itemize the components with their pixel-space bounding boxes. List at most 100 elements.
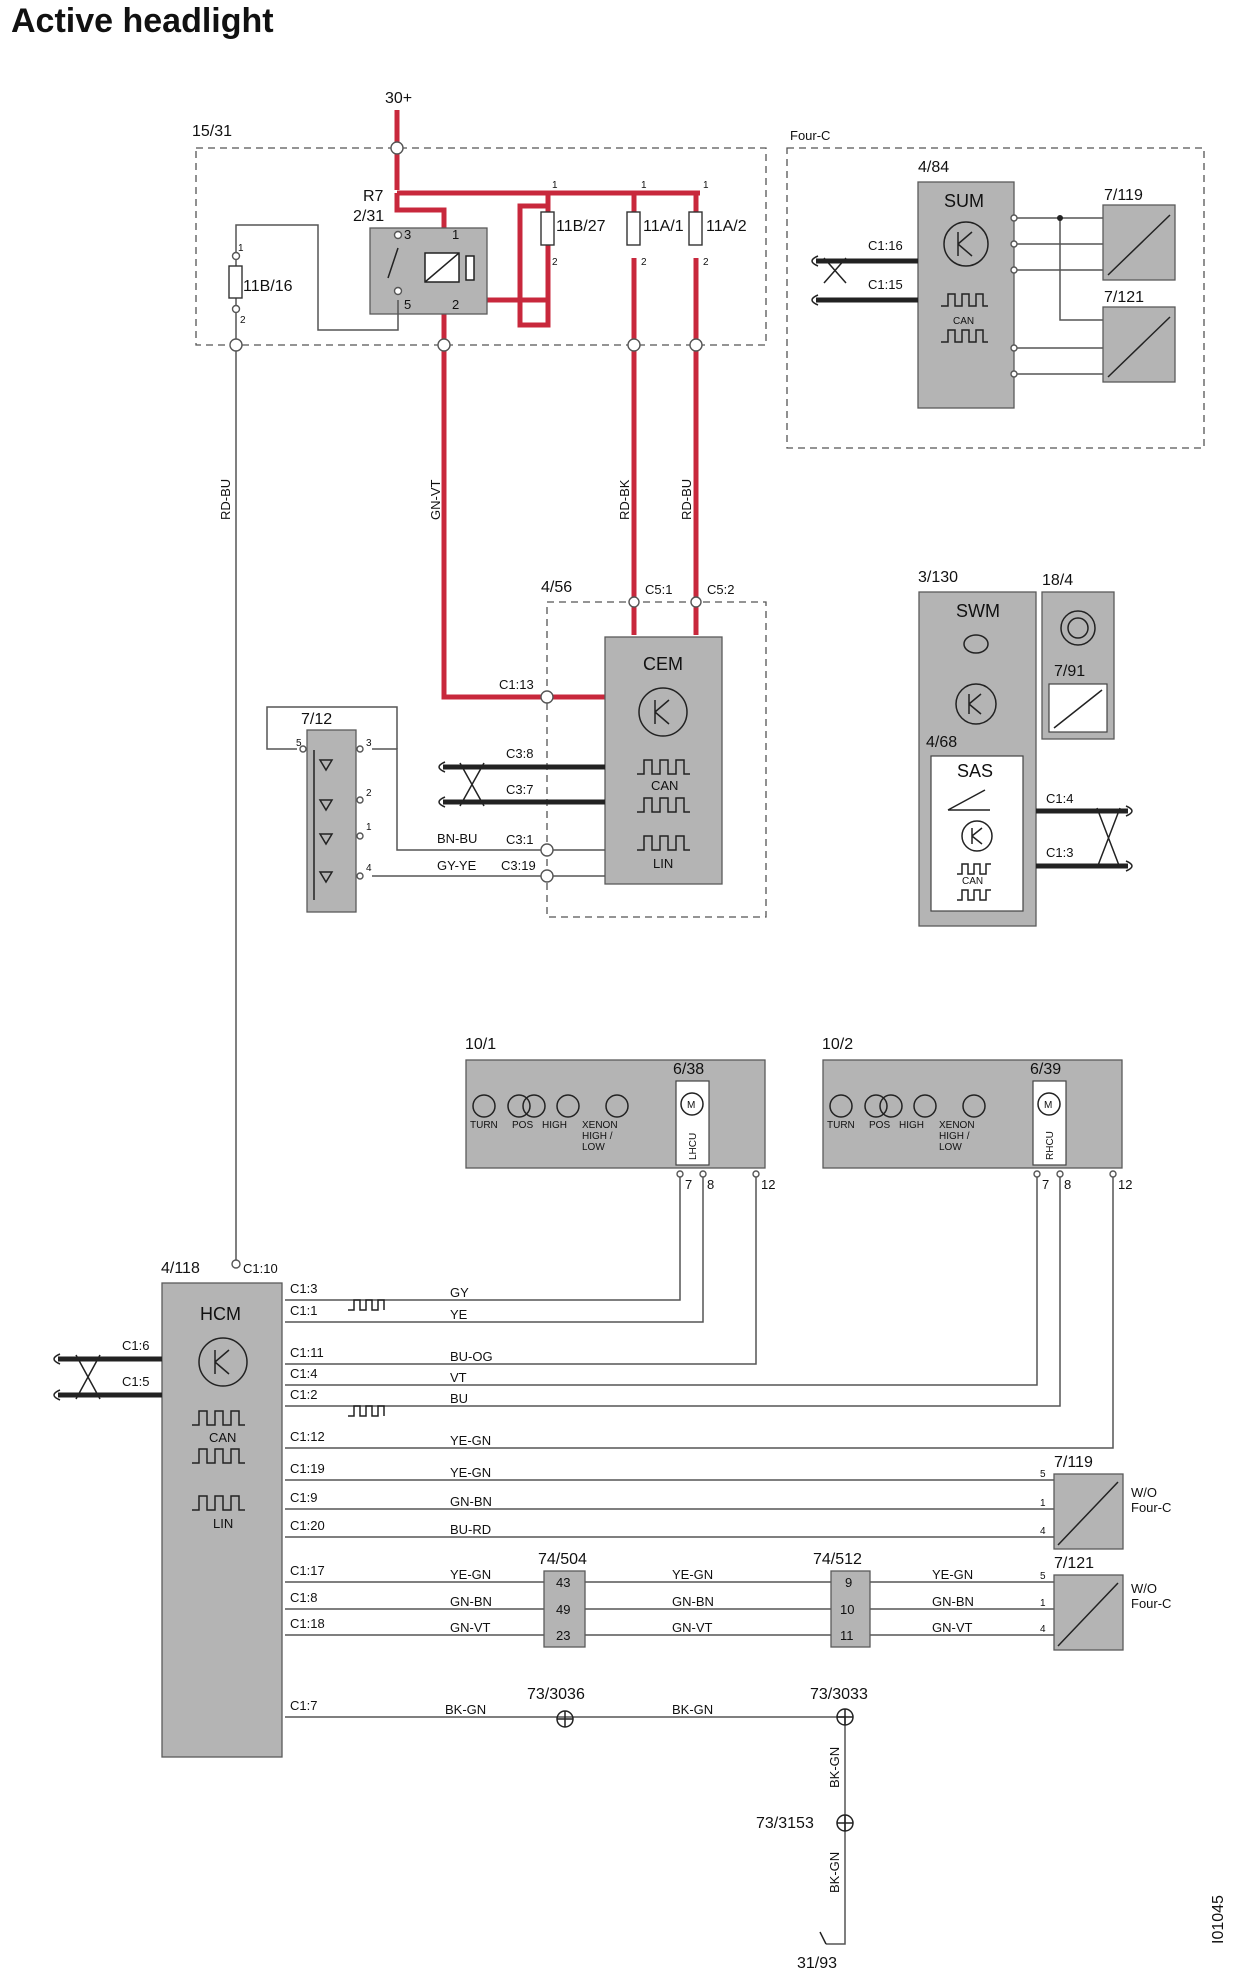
svg-text:M: M xyxy=(1044,1100,1052,1111)
svg-text:4: 4 xyxy=(1040,1624,1046,1635)
svg-text:49: 49 xyxy=(556,1602,570,1617)
svg-text:9: 9 xyxy=(845,1575,852,1590)
hcm-pin: C1:17 xyxy=(290,1563,325,1578)
sensor-7119-label: 7/119 xyxy=(1054,1454,1093,1471)
splice-73153 xyxy=(836,1814,854,1832)
hcm-pin: C1:18 xyxy=(290,1616,325,1631)
wire-color: BK-GN xyxy=(672,1702,713,1717)
cem-pin-c37: C3:7 xyxy=(506,782,533,797)
fuse-11b27-label: 11B/27 xyxy=(556,218,606,235)
rhcu-label: RHCU xyxy=(1045,1131,1056,1160)
headlamp-right xyxy=(822,1059,1123,1169)
svg-text:5: 5 xyxy=(296,738,302,749)
wire-color: GN-VT xyxy=(932,1620,973,1635)
sas-id: 4/68 xyxy=(926,734,957,751)
hcm-wire-labels: C1:3 GY C1:1 YE C1:11 BU-OG C1:4 VT C1:2… xyxy=(290,1281,974,1717)
cem-name: CEM xyxy=(643,654,683,674)
swm-name: SWM xyxy=(956,601,1000,621)
relay-pin-2: 2 xyxy=(452,297,459,312)
svg-text:1: 1 xyxy=(366,822,372,833)
svg-text:XENON: XENON xyxy=(582,1120,618,1131)
connector-74512-label: 74/512 xyxy=(813,1551,862,1568)
hcm-pin: C1:4 xyxy=(290,1366,317,1381)
svg-text:W/O: W/O xyxy=(1131,1581,1157,1596)
svg-text:1: 1 xyxy=(552,180,558,191)
svg-text:3: 3 xyxy=(366,738,372,749)
wire-color: BU-OG xyxy=(450,1349,493,1364)
fuse-11a2-label: 11A/2 xyxy=(706,218,747,235)
svg-text:5: 5 xyxy=(1040,1469,1046,1480)
sensor-7119-top-label: 7/119 xyxy=(1104,187,1143,204)
relay-pin-5: 5 xyxy=(404,297,411,312)
cem-pin-c38: C3:8 xyxy=(506,746,533,761)
svg-text:W/O: W/O xyxy=(1131,1485,1157,1500)
sas-module xyxy=(930,755,1024,912)
fusebox-label: 15/31 xyxy=(192,123,232,140)
svg-text:HIGH /: HIGH / xyxy=(939,1131,970,1142)
sensor-7121-label: 7/121 xyxy=(1054,1555,1094,1572)
hcm-pin: C1:19 xyxy=(290,1461,325,1476)
sensor-791-label: 7/91 xyxy=(1054,663,1085,680)
connector-74504 xyxy=(543,1570,586,1648)
hcm-pin: C1:1 xyxy=(290,1303,317,1318)
splice-73036-label: 73/3036 xyxy=(527,1686,585,1703)
sas-pin-c14: C1:4 xyxy=(1046,791,1073,806)
svg-text:LIN: LIN xyxy=(653,856,673,871)
hcm-pin: C1:7 xyxy=(290,1698,317,1713)
wire-bk-gn-1: BK-GN xyxy=(827,1747,842,1788)
hcm-id: 4/118 xyxy=(161,1260,200,1277)
hcm-name: HCM xyxy=(200,1304,241,1324)
wire-color: GN-VT xyxy=(672,1620,713,1635)
svg-text:POS: POS xyxy=(869,1120,890,1131)
cem-id: 4/56 xyxy=(541,579,572,596)
sum-name: SUM xyxy=(944,191,984,211)
wire-gn-vt: GN-VT xyxy=(428,480,443,521)
svg-text:2: 2 xyxy=(366,788,372,799)
hcm-pin-c15: C1:5 xyxy=(122,1374,149,1389)
wire-color: VT xyxy=(450,1370,467,1385)
svg-text:Four-C: Four-C xyxy=(1131,1500,1171,1515)
svg-text:HIGH: HIGH xyxy=(542,1120,567,1131)
svg-text:4: 4 xyxy=(366,863,372,874)
hcm-pin: C1:2 xyxy=(290,1387,317,1402)
cem-pin-c51: C5:1 xyxy=(645,582,672,597)
svg-text:23: 23 xyxy=(556,1628,570,1643)
hcm-pin: C1:8 xyxy=(290,1590,317,1605)
cem-pin-c113: C1:13 xyxy=(499,677,534,692)
splice-73033-label: 73/3033 xyxy=(810,1686,868,1703)
sum-id: 4/84 xyxy=(918,159,949,176)
hcm-pin-c16: C1:6 xyxy=(122,1338,149,1353)
svg-text:43: 43 xyxy=(556,1575,570,1590)
svg-text:12: 12 xyxy=(1118,1177,1132,1192)
wire-rd-bu: RD-BU xyxy=(679,479,694,520)
svg-text:CAN: CAN xyxy=(209,1430,236,1445)
svg-text:10: 10 xyxy=(840,1602,854,1617)
hcm-pin: C1:3 xyxy=(290,1281,317,1296)
svg-text:1: 1 xyxy=(238,243,244,254)
wire-color: YE-GN xyxy=(450,1567,491,1582)
headlamp-left-label: 10/1 xyxy=(465,1036,496,1053)
lhcu-label: LHCU xyxy=(688,1133,699,1160)
connector-74512 xyxy=(830,1570,871,1648)
wire-color: GY xyxy=(450,1285,469,1300)
svg-text:LOW: LOW xyxy=(939,1142,962,1153)
svg-text:M: M xyxy=(687,1100,695,1111)
four-c-outline xyxy=(786,147,1205,449)
sensor-184-label: 18/4 xyxy=(1042,572,1073,589)
ground-symbol xyxy=(819,1931,827,1945)
svg-text:1: 1 xyxy=(641,180,647,191)
svg-text:XENON: XENON xyxy=(939,1120,975,1131)
wire-color: BU xyxy=(450,1391,468,1406)
svg-text:12: 12 xyxy=(761,1177,775,1192)
svg-text:LIN: LIN xyxy=(213,1516,233,1531)
cem-pin-c319: C3:19 xyxy=(501,858,536,873)
svg-text:HIGH /: HIGH / xyxy=(582,1131,613,1142)
svg-text:CAN: CAN xyxy=(962,876,983,887)
wire-color: YE xyxy=(450,1307,468,1322)
left-bulbs xyxy=(472,1094,629,1118)
splice-73036 xyxy=(556,1710,574,1728)
fuse-11b16-label: 11B/16 xyxy=(243,278,293,295)
svg-text:11: 11 xyxy=(840,1628,854,1643)
cem-pin-c52: C5:2 xyxy=(707,582,734,597)
svg-text:1: 1 xyxy=(703,180,709,191)
